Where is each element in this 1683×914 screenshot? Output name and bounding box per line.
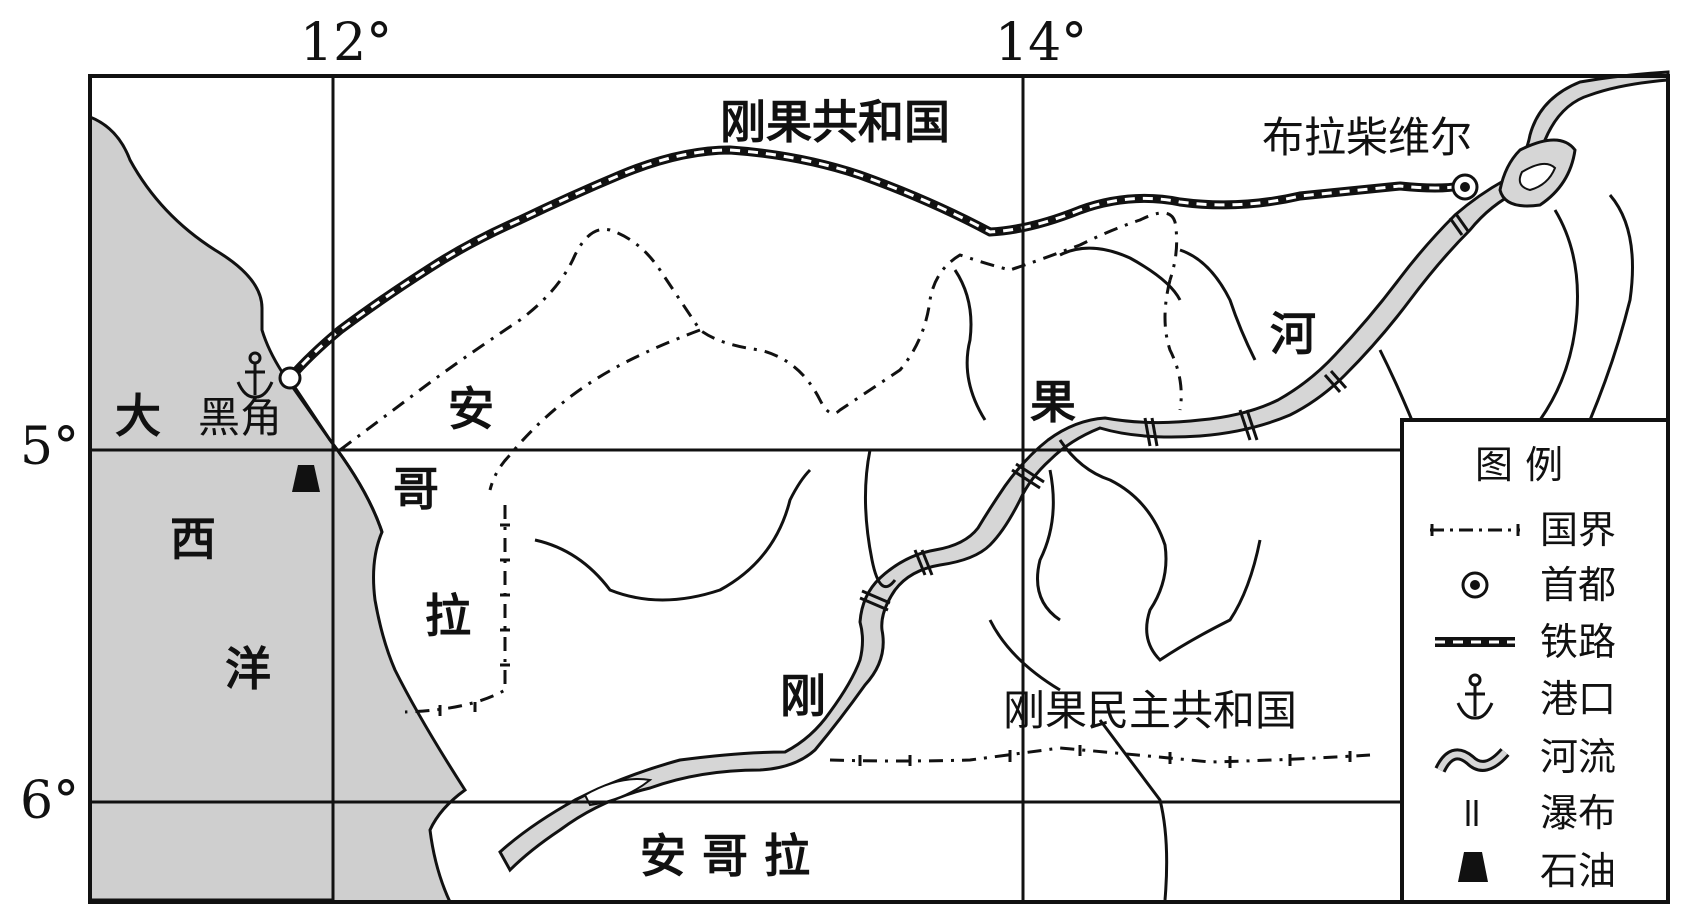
tributaries: [534, 194, 1634, 901]
label-black-point: 黑角: [198, 393, 282, 442]
label-river-char-3: 刚: [780, 669, 826, 723]
label-drc: 刚果民主共和国: [1003, 686, 1297, 735]
border-symbol: [1430, 524, 1520, 536]
capital-symbol: [1451, 173, 1479, 201]
anchor-icon: [236, 351, 274, 399]
label-ocean-char-1: 大: [115, 389, 161, 443]
oil-triangle-icon: [292, 465, 320, 492]
label-congo-republic: 刚果共和国: [720, 95, 950, 149]
lat-5-label: 5°: [20, 417, 79, 477]
border-ticks: [438, 523, 1352, 768]
label-river-char-1: 河: [1270, 307, 1316, 361]
label-cabinda-char-1: 安: [448, 382, 494, 436]
label-cabinda-char-2: 哥: [393, 462, 439, 516]
legend-label-port: 港口: [1540, 677, 1616, 721]
pool-island: [1518, 162, 1557, 192]
label-river-char-2: 果: [1030, 375, 1076, 429]
legend-label-waterfall: 瀑布: [1540, 791, 1616, 835]
waterfall-symbol: [1466, 800, 1478, 826]
borders: [339, 211, 1371, 764]
lon-12-label: 12°: [300, 13, 392, 73]
label-cabinda-char-3: 拉: [425, 589, 471, 643]
legend-box: [1400, 418, 1670, 904]
legend-label-border: 国界: [1540, 508, 1616, 552]
waterfalls: [859, 213, 1470, 612]
lat-6-label: 6°: [20, 771, 79, 831]
label-ocean-char-2: 西: [170, 512, 216, 566]
label-angola: 安 哥 拉: [640, 829, 810, 883]
label-ocean-char-3: 洋: [225, 642, 271, 696]
legend-title: 图 例: [1475, 443, 1563, 487]
legend-label-river: 河流: [1540, 735, 1616, 779]
port-marker: [278, 366, 302, 390]
legend-label-oil: 石油: [1540, 849, 1616, 893]
lon-14-label: 14°: [995, 13, 1087, 73]
legend-label-capital: 首都: [1540, 563, 1616, 607]
railway-line: [286, 145, 1461, 381]
anchor-icon-legend: [1456, 673, 1494, 720]
label-brazzaville: 布拉柴维尔: [1262, 113, 1472, 162]
oil-triangle-icon-legend: [1458, 852, 1488, 882]
capital-symbol-legend: [1461, 571, 1489, 599]
river-symbol: [1434, 747, 1510, 773]
legend-label-railway: 铁路: [1540, 620, 1616, 664]
